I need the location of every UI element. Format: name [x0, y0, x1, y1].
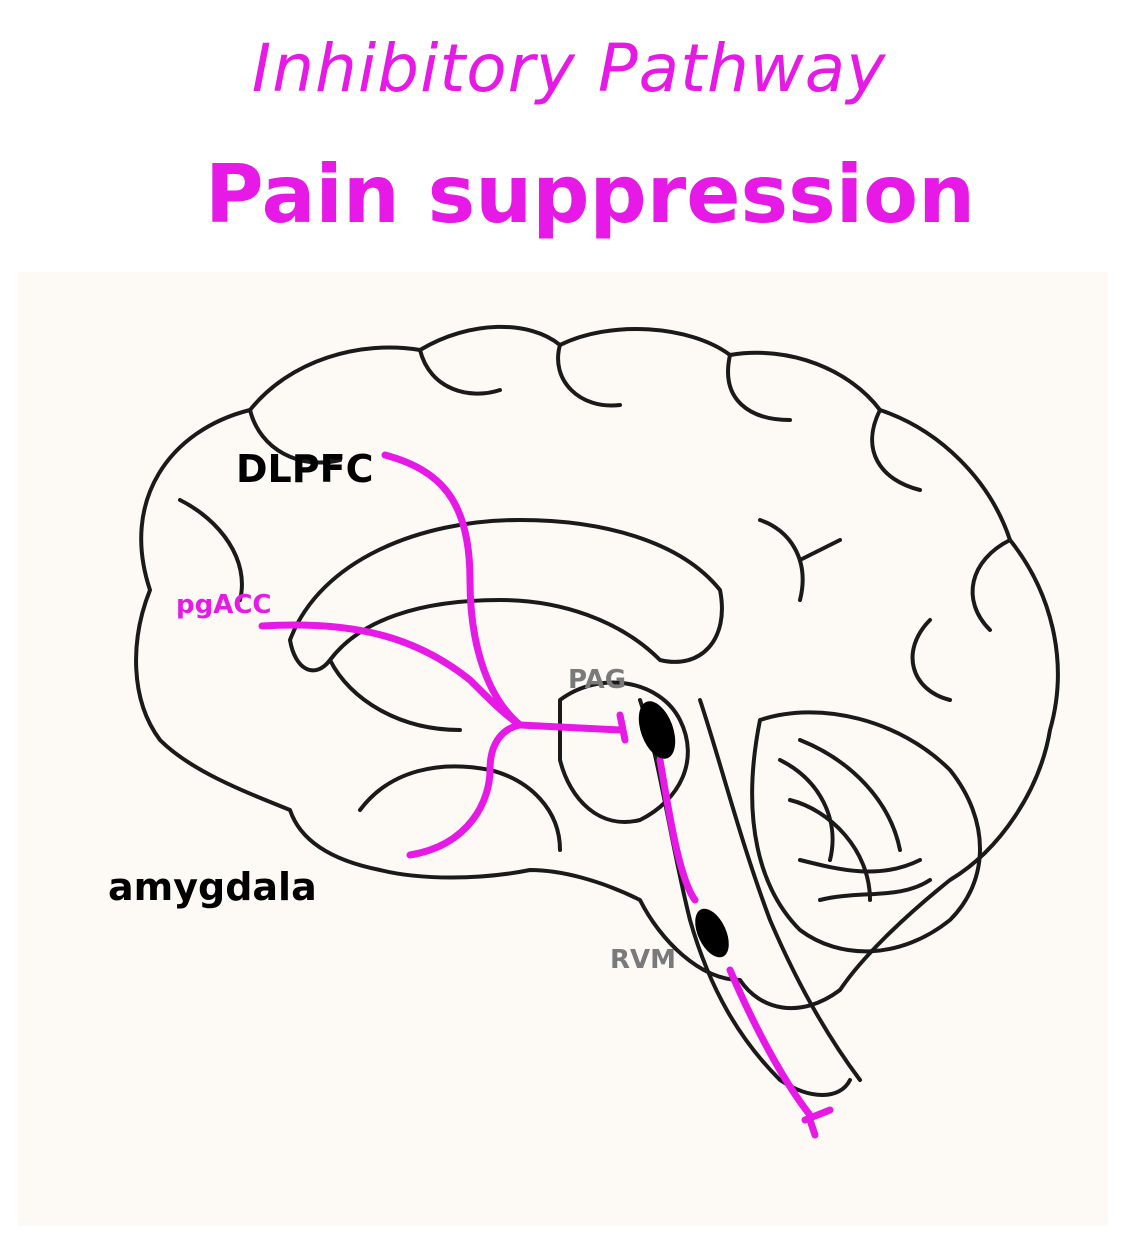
rvm-nucleus [695, 908, 729, 958]
label-amygdala: amygdala [108, 865, 317, 909]
pathway-lines [258, 451, 834, 1139]
spinal-terminal [801, 1106, 834, 1139]
amygdala-tract [406, 721, 524, 859]
dlpfc-tract [381, 451, 524, 729]
descending-tract [656, 756, 699, 904]
label-rvm: RVM [610, 945, 676, 975]
diagram-subtitle: Pain suppression [204, 148, 976, 241]
pag-projection [516, 721, 624, 734]
label-pag: PAG [568, 665, 626, 695]
pag-terminal [616, 711, 629, 744]
pgacc-tract [258, 621, 524, 729]
diagram-title: Inhibitory Pathway [251, 30, 887, 107]
label-dlpfc: DLPFC [236, 447, 373, 491]
pag-nucleus [638, 701, 676, 759]
label-pgacc: pgACC [176, 590, 272, 620]
brain-outline [134, 324, 1060, 1097]
rvm-descending-tract [726, 966, 814, 1119]
